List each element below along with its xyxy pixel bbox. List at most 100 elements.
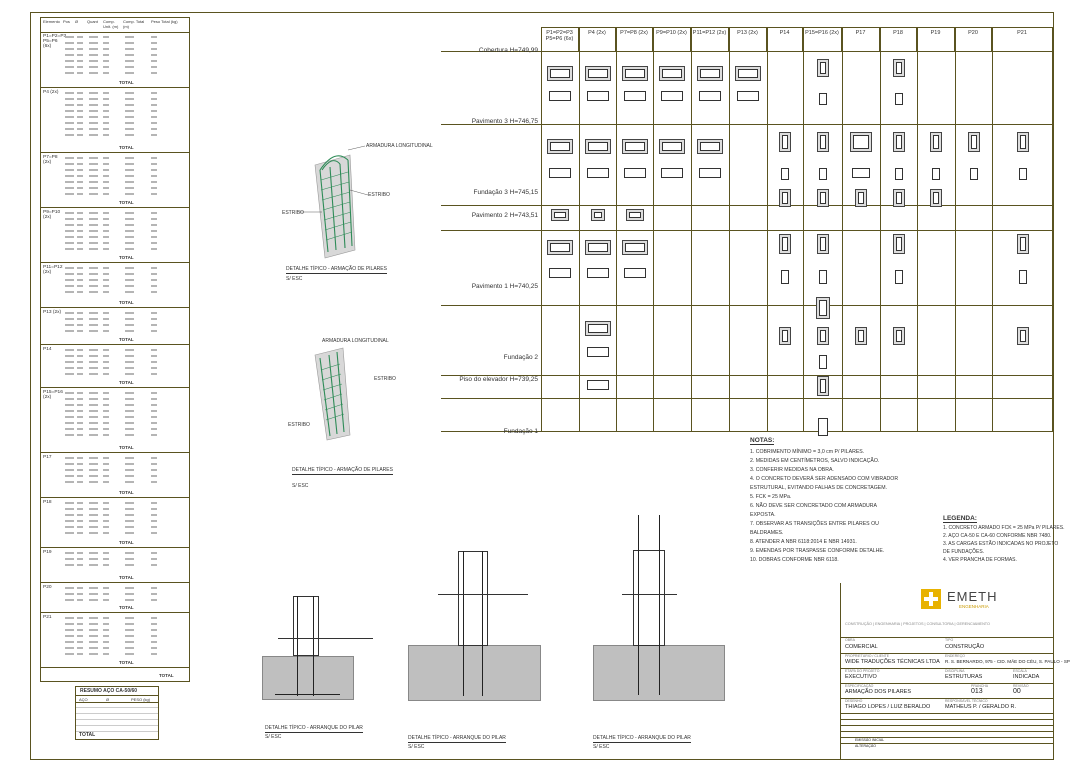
- schedule-group: P15=P16 (2x)TOTAL: [41, 388, 189, 453]
- schedule-cell-mark: [151, 349, 157, 351]
- schedule-cell-mark: [103, 134, 109, 136]
- schedule-cell-mark: [65, 128, 74, 130]
- schedule-cell-mark: [65, 508, 74, 510]
- schedule-cell-mark: [103, 224, 109, 226]
- schedule-cell-mark: [89, 623, 98, 625]
- schedule-cell-mark: [125, 463, 134, 465]
- stirrup-shape: [894, 168, 903, 180]
- column-section: [892, 59, 905, 77]
- schedule-cell-mark: [103, 653, 109, 655]
- schedule-cell-mark: [65, 163, 74, 165]
- schedule-row-placeholder: [65, 404, 185, 407]
- schedule-group: P11=P12 (2x)TOTAL: [41, 263, 189, 308]
- schedule-cell-mark: [151, 599, 157, 601]
- summary-row: [76, 708, 158, 714]
- summary-header-cell: AÇO: [79, 697, 88, 702]
- schedule-cell-mark: [151, 42, 157, 44]
- grid-vline: [653, 27, 654, 431]
- foundation2-scale: S/ ESC: [408, 744, 425, 750]
- schedule-cell-mark: [65, 416, 74, 418]
- schedule-cell-mark: [77, 593, 83, 595]
- schedule-cell-mark: [125, 635, 134, 637]
- schedule-cell-mark: [89, 653, 98, 655]
- schedule-cell-mark: [103, 617, 109, 619]
- detail1-label-longitudinal: ARMADURA LONGITUDINAL: [366, 143, 433, 149]
- schedule-cell-mark: [89, 92, 98, 94]
- schedule-cell-mark: [65, 349, 74, 351]
- level-label: Piso do elevador H=739,25: [459, 376, 538, 383]
- schedule-group-label: P13 (2x): [43, 310, 62, 315]
- schedule-cell-mark: [65, 212, 74, 214]
- schedule-cell-mark: [89, 175, 98, 177]
- schedule-cell-mark: [89, 98, 98, 100]
- schedule-cell-mark: [77, 629, 83, 631]
- schedule-cell-mark: [103, 373, 109, 375]
- schedule-cell-mark: [103, 279, 109, 281]
- schedule-group-label: P11=P12 (2x): [43, 265, 63, 275]
- detail1-caption: DETALHE TÍPICO - ARMAÇÃO DE PILARES: [286, 266, 387, 274]
- schedule-cell-mark: [103, 218, 109, 220]
- schedule-cell-mark: [65, 404, 74, 406]
- schedule-cell-mark: [103, 122, 109, 124]
- rebar-cage-detail-1: [300, 145, 369, 259]
- schedule-cell-mark: [65, 481, 74, 483]
- column-section: [816, 327, 829, 345]
- schedule-cell-mark: [77, 267, 83, 269]
- schedule-cell-mark: [125, 520, 134, 522]
- schedule-cell-mark: [103, 42, 109, 44]
- schedule-cell-mark: [151, 355, 157, 357]
- schedule-cell-mark: [89, 564, 98, 566]
- stirrup-shape: [586, 168, 609, 178]
- schedule-cell-mark: [77, 475, 83, 477]
- responsible-value: MATHEUS P. / GERALDO R.: [945, 704, 1017, 710]
- schedule-cell-mark: [77, 72, 83, 74]
- level-label: Pavimento 1 H=740,25: [471, 283, 538, 290]
- schedule-cell-mark: [77, 181, 83, 183]
- schedule-cell-mark: [103, 128, 109, 130]
- schedule-cell-mark: [125, 422, 134, 424]
- schedule-grand-total-label: TOTAL: [159, 673, 174, 678]
- schedule-cell-mark: [103, 502, 109, 504]
- schedule-cell-mark: [77, 110, 83, 112]
- schedule-row-placeholder: [65, 502, 185, 505]
- schedule-row-placeholder: [65, 318, 185, 321]
- schedule-cell-mark: [103, 629, 109, 631]
- schedule-cell-mark: [77, 285, 83, 287]
- sheet-value: 013: [971, 688, 983, 695]
- schedule-row-placeholder: [65, 128, 185, 131]
- note-line: 10. DOBRAS CONFORME NBR 6118.: [750, 557, 839, 563]
- column-section: [779, 189, 791, 207]
- schedule-group-label: P7=P8 (2x): [43, 155, 58, 165]
- schedule-cell-mark: [77, 481, 83, 483]
- schedule-cell-mark: [65, 469, 74, 471]
- schedule-cell-mark: [89, 392, 98, 394]
- schedule-row-placeholder: [65, 92, 185, 95]
- schedule-cell-mark: [125, 116, 134, 118]
- summary-row: [76, 714, 158, 720]
- schedule-row-placeholder: [65, 647, 185, 650]
- schedule-row-placeholder: [65, 434, 185, 437]
- schedule-cell-mark: [103, 398, 109, 400]
- column-header: P15=P16 (2x): [803, 27, 842, 51]
- schedule-cell-mark: [103, 434, 109, 436]
- schedule-cell-mark: [65, 330, 74, 332]
- schedule-row-placeholder: [65, 218, 185, 221]
- schedule-cell-mark: [151, 398, 157, 400]
- schedule-cell-mark: [77, 116, 83, 118]
- schedule-group-total-label: TOTAL: [119, 605, 134, 610]
- spec-label: ESPECIFICAÇÃO: [845, 684, 874, 688]
- address-label: ENDEREÇO: [945, 654, 965, 658]
- detail1-scale: S/ ESC: [286, 276, 303, 282]
- column-section: [621, 139, 648, 154]
- schedule-cell-mark: [89, 434, 98, 436]
- schedule-cell-mark: [77, 187, 83, 189]
- schedule-group: P13 (2x)TOTAL: [41, 308, 189, 345]
- schedule-cell-mark: [89, 60, 98, 62]
- schedule-row-placeholder: [65, 312, 185, 315]
- schedule-cell-mark: [77, 434, 83, 436]
- schedule-cell-mark: [65, 285, 74, 287]
- schedule-cell-mark: [89, 457, 98, 459]
- schedule-cell-mark: [89, 236, 98, 238]
- schedule-cell-mark: [77, 617, 83, 619]
